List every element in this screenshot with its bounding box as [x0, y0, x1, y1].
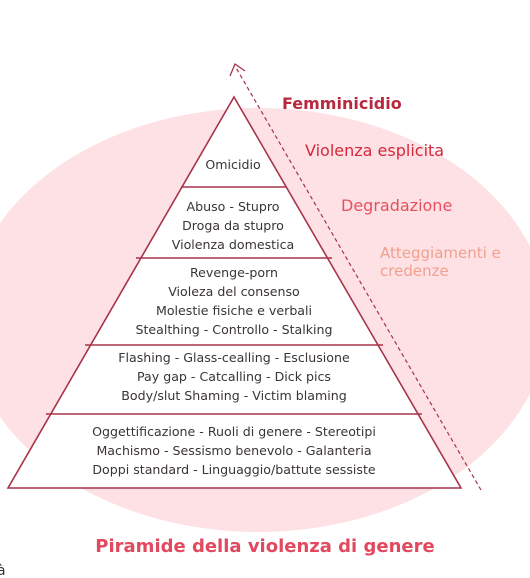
figure-caption: Piramide della violenza di genere	[95, 536, 435, 557]
level-line: Oggettificazione - Ruoli di genere - Ste…	[92, 424, 376, 439]
level-line: Omicidio	[205, 157, 261, 172]
level-text-top: Omicidio	[158, 155, 308, 174]
level-line: Stealthing - Controllo - Stalking	[135, 322, 333, 337]
escalation-arrow-head	[229, 63, 246, 77]
label-atteggiamenti: Atteggiamenti e credenze	[380, 244, 501, 280]
level-line: Droga da stupro	[182, 218, 284, 233]
escalation-arrow-line	[234, 65, 482, 491]
label-degradazione: Degradazione	[341, 196, 453, 215]
level-line: Flashing - Glass-cealling - Esclusione	[118, 350, 350, 365]
level-line: Violenza domestica	[171, 237, 295, 252]
level-line: Molestie fisiche e verbali	[155, 303, 313, 318]
pyramid-outline	[6, 95, 463, 489]
label-violenza-esplicita: Violenza esplicita	[305, 141, 445, 160]
level-text-5: Oggettificazione - Ruoli di genere - Ste…	[34, 422, 434, 479]
label-atteggiamenti-line1: Atteggiamenti e	[380, 244, 501, 262]
level-line: Body/slut Shaming - Victim blaming	[121, 388, 347, 403]
label-atteggiamenti-line2: credenze	[380, 262, 449, 280]
level-line: Violeza del consenso	[168, 284, 300, 299]
stray-text: à	[0, 563, 6, 578]
level-line: Abuso - Stupro	[186, 199, 280, 214]
level-line: Pay gap - Catcalling - Dick pics	[137, 369, 331, 384]
label-femminicidio: Femminicidio	[282, 94, 402, 113]
level-line: Doppi standard - Linguaggio/battute sess…	[92, 462, 376, 477]
level-line: Revenge-porn	[189, 265, 279, 280]
level-line: Machismo - Sessismo benevolo - Galanteri…	[96, 443, 372, 458]
